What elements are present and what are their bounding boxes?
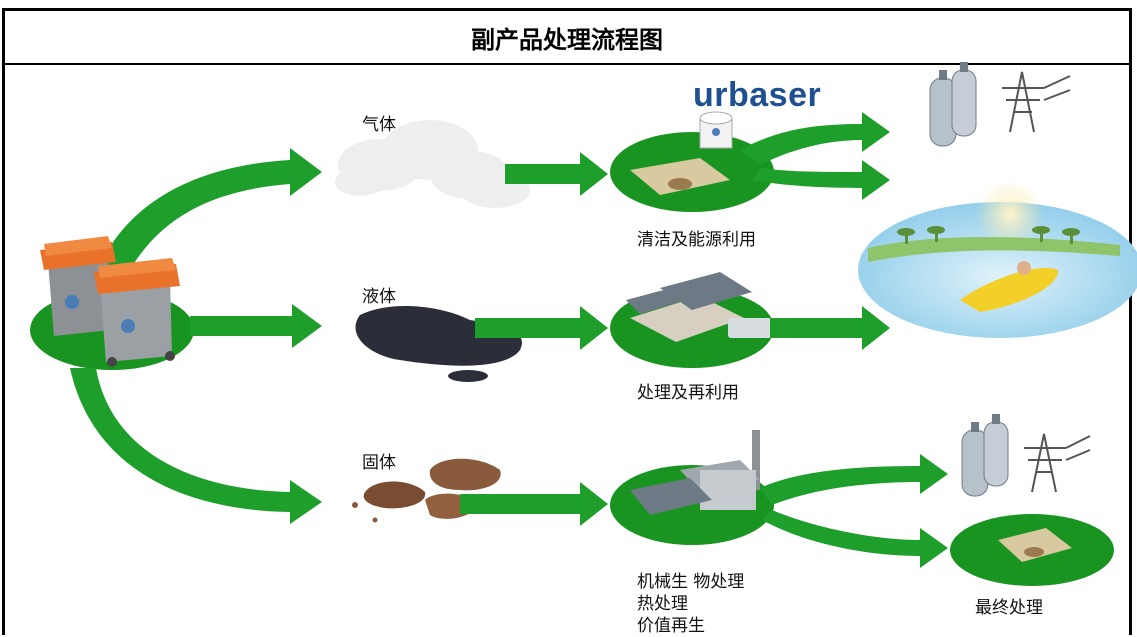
diagram-frame: 副产品处理流程图 bbox=[2, 8, 1132, 635]
process-label-solid-2: 热处理 bbox=[637, 594, 688, 614]
process-label-gas: 清洁及能源利用 bbox=[637, 230, 756, 250]
gas-tank-icon bbox=[929, 62, 977, 147]
arrow-liquid-process bbox=[475, 306, 608, 350]
liquid-puddle-icon bbox=[355, 305, 522, 382]
arrow-to-liquid bbox=[190, 304, 322, 348]
diagram-title: 副产品处理流程图 bbox=[5, 11, 1129, 65]
branch-arrows bbox=[70, 148, 322, 524]
process-label-solid-3: 价值再生 bbox=[637, 616, 705, 636]
arrow-gas-process bbox=[505, 152, 608, 196]
arrow-to-solid bbox=[70, 368, 322, 524]
power-tower-icon bbox=[1024, 433, 1091, 493]
lake-recreation-icon bbox=[858, 180, 1137, 338]
arrow-solid-process bbox=[460, 482, 608, 526]
arrow-solid-final bbox=[762, 510, 948, 568]
process-label-solid-1: 机械生 物处理 bbox=[637, 572, 745, 592]
factory-icon bbox=[610, 430, 774, 545]
brand-logo: urbaser bbox=[693, 76, 822, 114]
gas-tank-icon bbox=[961, 414, 1009, 497]
arrow-gas-up bbox=[740, 112, 890, 165]
waste-bins-icon bbox=[40, 236, 180, 367]
arrow-liquid-out bbox=[770, 306, 890, 350]
cloud-icon bbox=[335, 120, 530, 208]
output-arrows bbox=[740, 112, 948, 568]
stream-arrows bbox=[460, 152, 608, 526]
arrow-gas-down bbox=[752, 160, 890, 200]
process-liquid-platform bbox=[610, 272, 774, 368]
stream-label-solid: 固体 bbox=[362, 453, 396, 473]
stream-label-liquid: 液体 bbox=[362, 287, 396, 307]
process-label-liquid: 处理及再利用 bbox=[637, 383, 739, 403]
landfill-icon bbox=[950, 514, 1114, 586]
process-gas-platform bbox=[610, 111, 774, 212]
output-label-final: 最终处理 bbox=[975, 598, 1043, 618]
arrow-to-gas bbox=[92, 148, 322, 290]
power-tower-icon bbox=[1002, 71, 1071, 133]
stream-label-gas: 气体 bbox=[362, 115, 396, 135]
arrow-solid-energy bbox=[760, 454, 948, 505]
